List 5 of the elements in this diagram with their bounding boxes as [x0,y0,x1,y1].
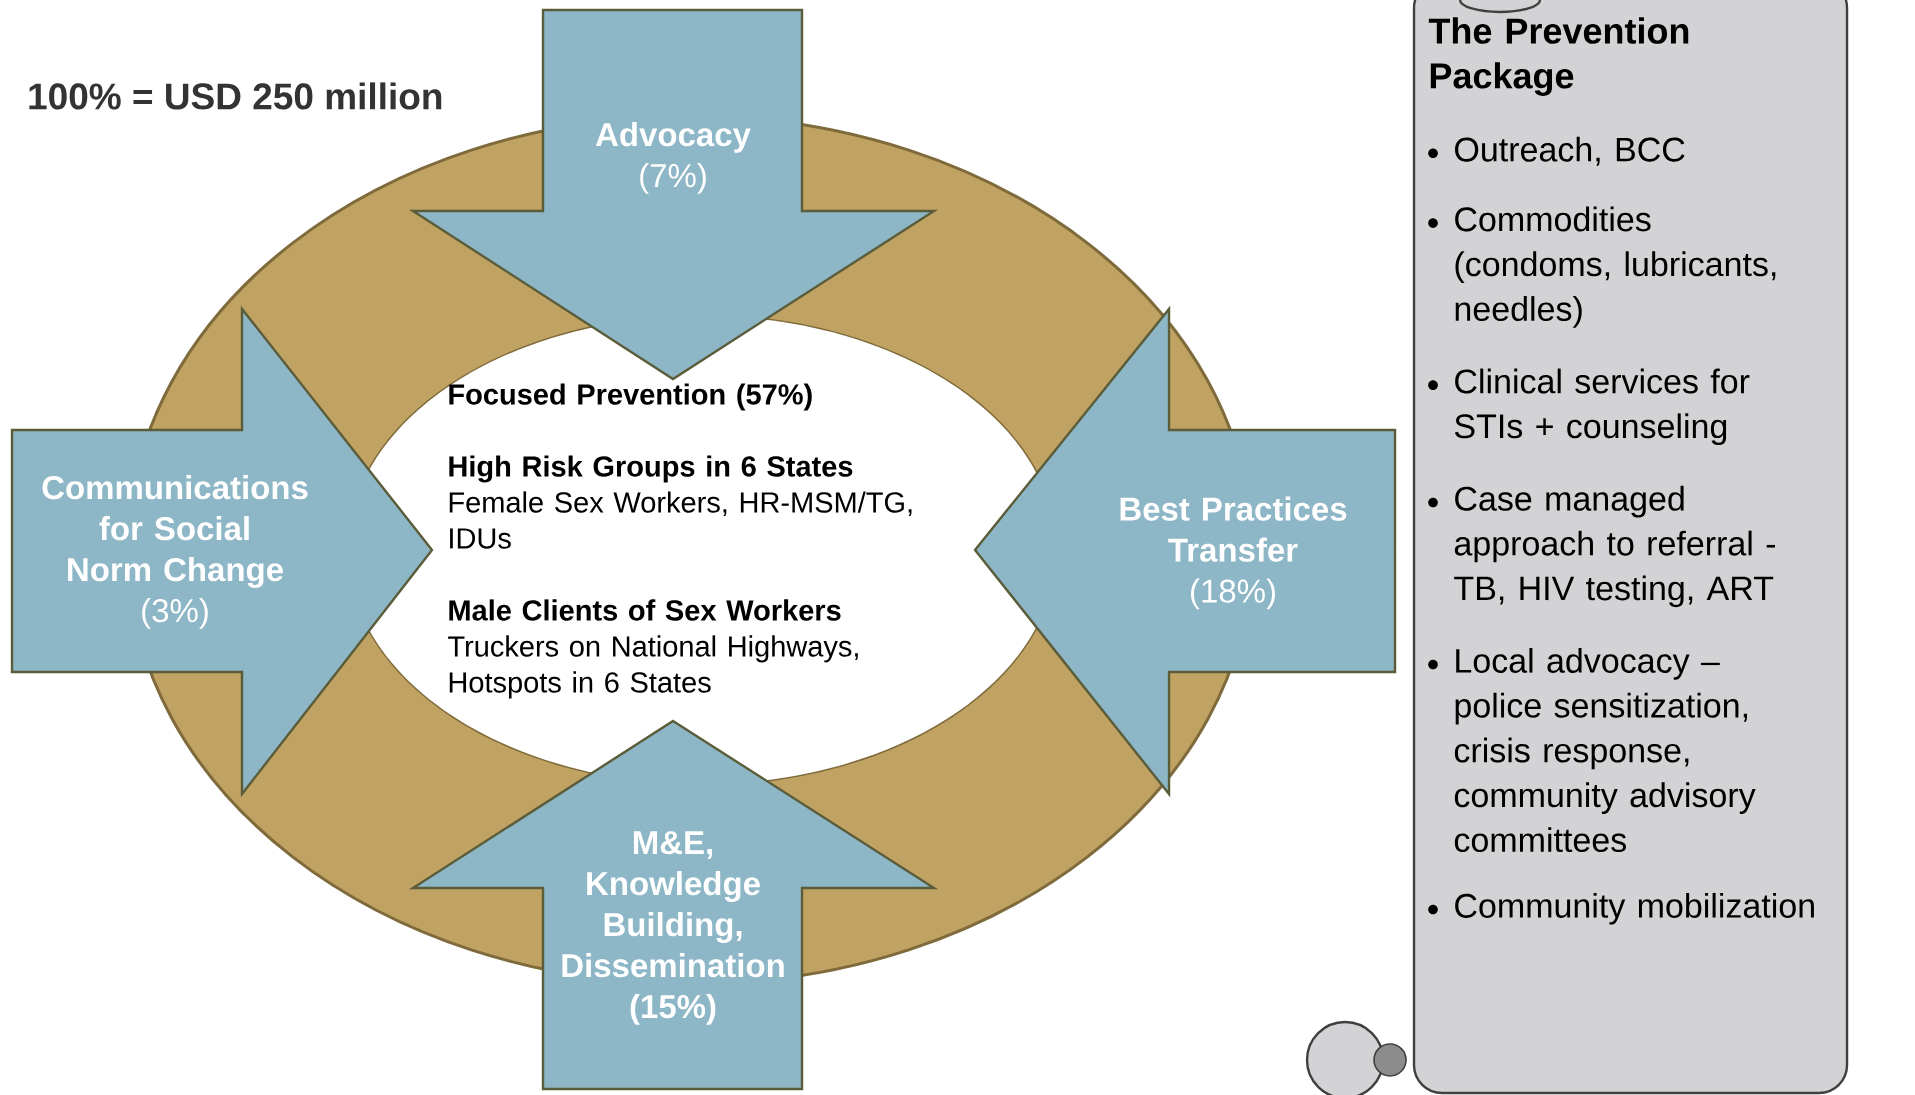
node-label: Female Sex Workers, HR-MSM/TG, IDUs [449,491,912,549]
node-label: Focused Prevention (57%) [449,383,812,411]
node-label: Truckers on National Highways, Hotspots in 6 States [448,635,858,699]
node-label: High Risk Groups in 6 States [449,455,853,483]
node-label: Male Clients of Sex Workers [449,599,841,621]
